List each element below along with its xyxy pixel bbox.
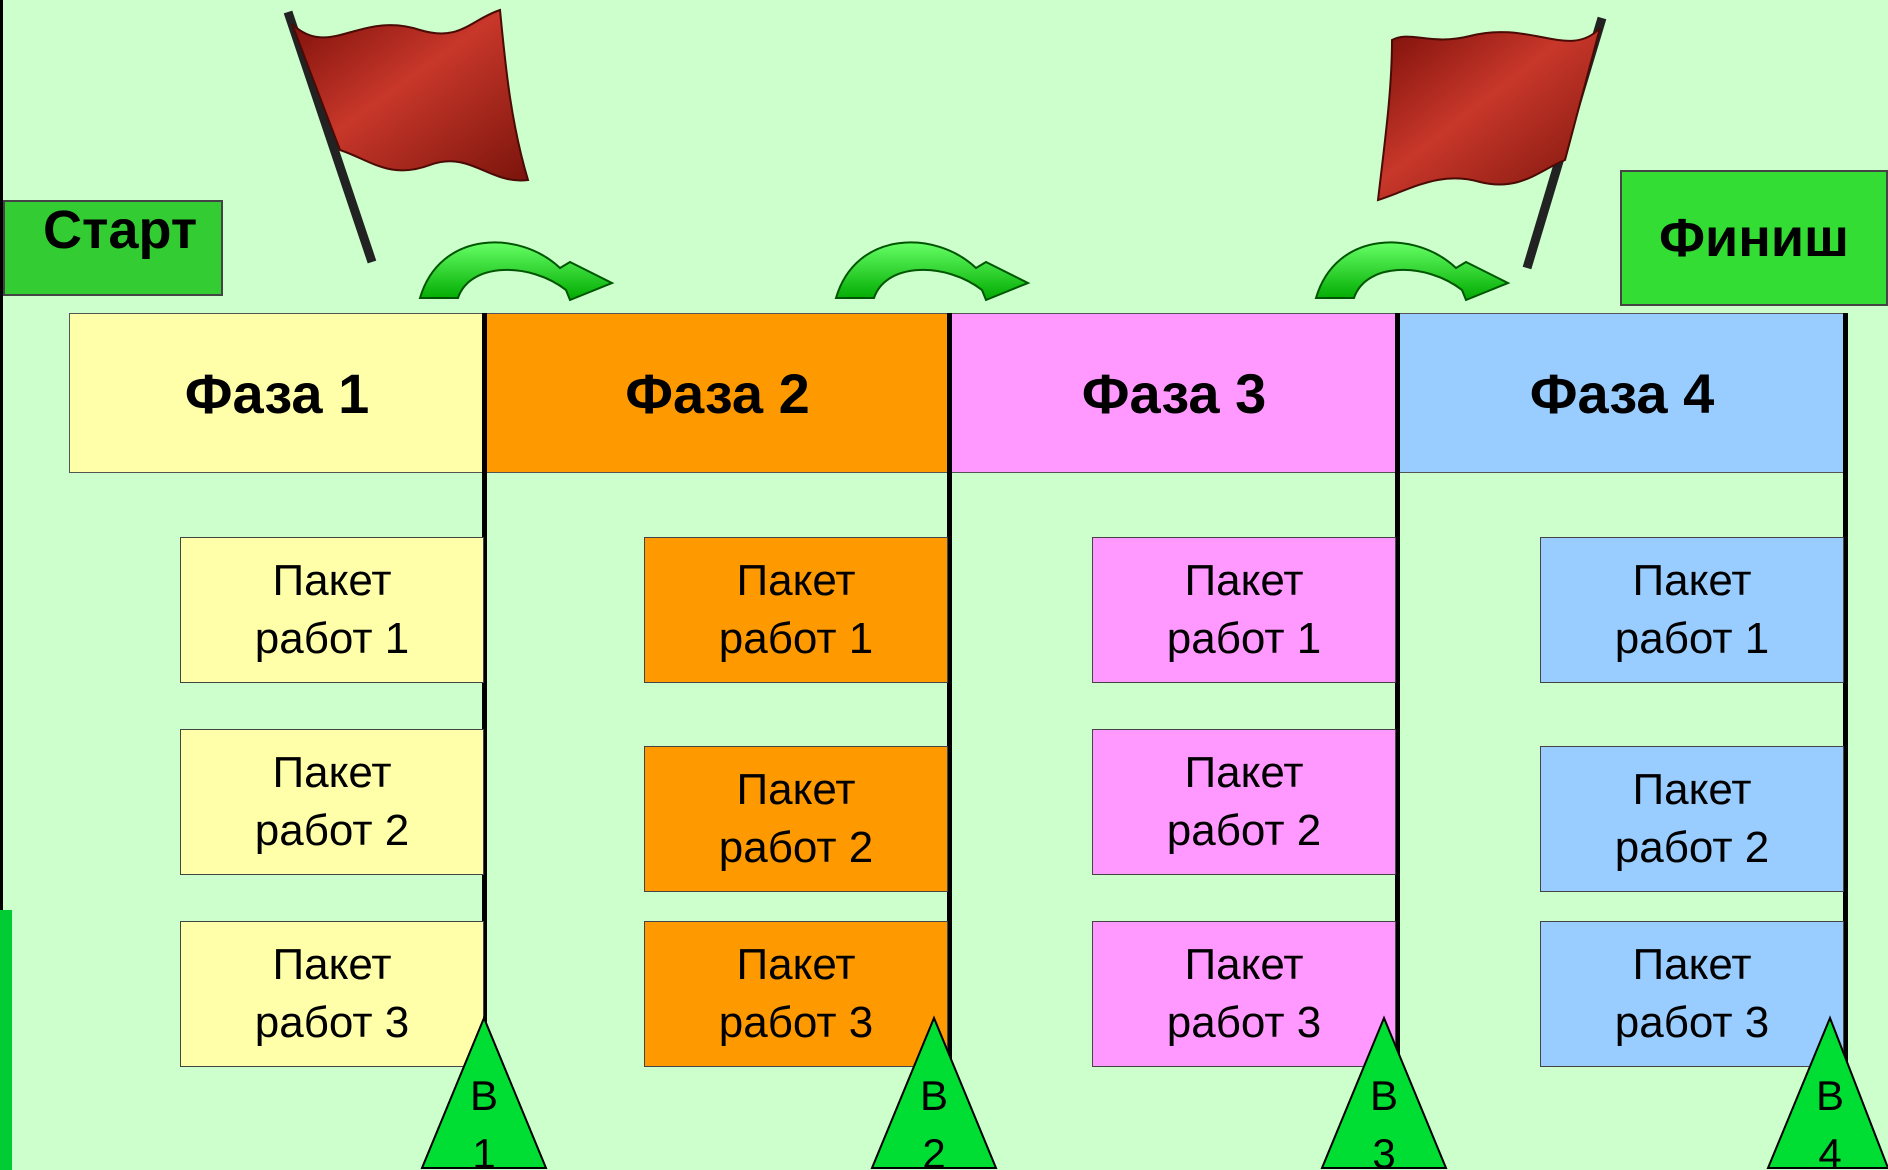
phase-4-header: Фаза 4 (1398, 313, 1846, 473)
milestone-label-line2: 1 (472, 1130, 495, 1170)
package-label: Пакет работ 2 (254, 748, 410, 855)
work-package: Пакет работ 1 (644, 537, 948, 683)
milestone-label-line2: 3 (1372, 1130, 1395, 1170)
triangle-milestone-icon: В 2 (870, 1015, 998, 1170)
triangle-milestone-icon: В 3 (1320, 1015, 1448, 1170)
package-label: Пакет работ 1 (718, 556, 874, 663)
package-label: Пакет работ 2 (1166, 748, 1322, 855)
milestone-label-line1: В (1370, 1072, 1398, 1119)
phase-title: Фаза 3 (1081, 361, 1267, 425)
phase-separator (1843, 313, 1848, 1070)
work-package: Пакет работ 3 (180, 921, 484, 1067)
package-label: Пакет работ 2 (1614, 765, 1770, 872)
phase-separator (482, 313, 487, 1070)
flag-icon (283, 8, 530, 264)
work-package: Пакет работ 1 (180, 537, 484, 683)
work-package: Пакет работ 2 (180, 729, 484, 875)
phase-title: Фаза 4 (1529, 361, 1715, 425)
phase-separator (947, 313, 952, 1070)
finish-label: Финиш (1620, 170, 1888, 306)
package-label: Пакет работ 3 (1614, 940, 1770, 1047)
left-tab (0, 910, 12, 1170)
work-package: Пакет работ 2 (1092, 729, 1396, 875)
work-package: Пакет работ 1 (1092, 537, 1396, 683)
phase-separator (1395, 313, 1400, 1070)
curved-arrow-icon (418, 241, 615, 302)
milestone-label-line2: 4 (1818, 1130, 1841, 1170)
work-package: Пакет работ 1 (1540, 537, 1844, 683)
left-border (0, 0, 3, 1170)
phase-3-header: Фаза 3 (950, 313, 1398, 473)
package-label: Пакет работ 1 (254, 556, 410, 663)
package-label: Пакет работ 1 (1614, 556, 1770, 663)
package-label: Пакет работ 1 (1166, 556, 1322, 663)
flag-icon (1376, 16, 1607, 270)
work-package: Пакет работ 2 (644, 746, 948, 892)
phase-2-header: Фаза 2 (485, 313, 950, 473)
work-package: Пакет работ 2 (1540, 746, 1844, 892)
work-package: Пакет работ 3 (1540, 921, 1844, 1067)
work-package: Пакет работ 3 (644, 921, 948, 1067)
phase-title: Фаза 1 (184, 361, 370, 425)
triangle-milestone-icon: В 1 (420, 1015, 548, 1170)
package-label: Пакет работ 3 (254, 940, 410, 1047)
curved-arrow-icon (1314, 241, 1511, 302)
package-label: Пакет работ 3 (718, 940, 874, 1047)
curved-arrow-icon (834, 241, 1031, 302)
start-label: Старт (3, 200, 223, 296)
triangle-milestone-icon: В 4 (1766, 1015, 1888, 1170)
milestone-label-line1: В (920, 1072, 948, 1119)
milestone-label-line1: В (1816, 1072, 1844, 1119)
phase-1-header: Фаза 1 (69, 313, 485, 473)
package-label: Пакет работ 2 (718, 765, 874, 872)
package-label: Пакет работ 3 (1166, 940, 1322, 1047)
milestone-label-line2: 2 (922, 1130, 945, 1170)
milestone-label-line1: В (470, 1072, 498, 1119)
work-package: Пакет работ 3 (1092, 921, 1396, 1067)
phase-title: Фаза 2 (625, 361, 810, 425)
